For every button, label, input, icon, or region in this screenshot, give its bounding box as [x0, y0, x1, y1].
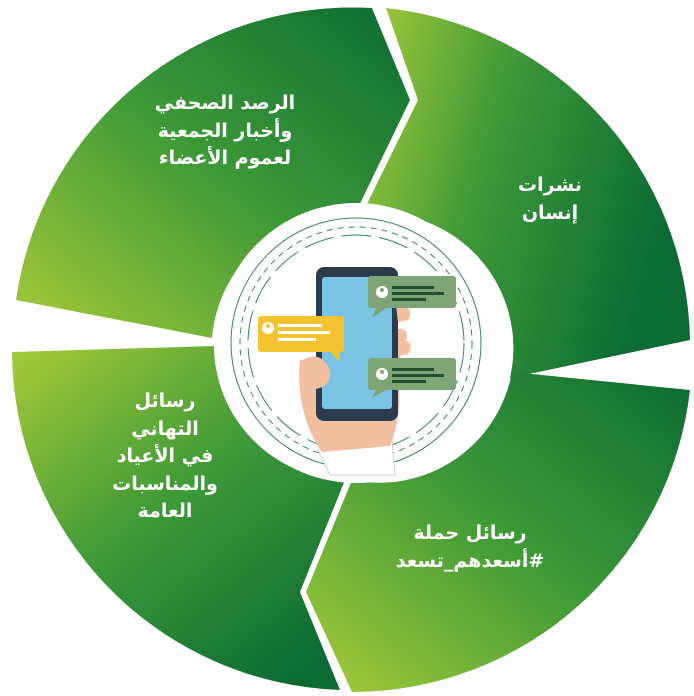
segment-label-line: رسائل حملة — [413, 522, 527, 544]
segment-label-line: إنسان — [521, 201, 579, 224]
segment-label-top-right: نشرات إنسان — [490, 172, 610, 227]
segment-label-line: #أسعدهم_تسعد — [395, 549, 545, 572]
segment-label-line: الرصد الصحفي — [154, 92, 296, 114]
segment-top-left — [16, 7, 410, 338]
chat-bubble-yellow — [258, 316, 344, 362]
segment-bottom-right — [306, 372, 690, 692]
thumb — [300, 356, 331, 390]
fingers — [396, 305, 411, 356]
segment-bottom-left — [12, 346, 345, 690]
segment-label-line: نشرات — [518, 174, 582, 196]
segment-top-right — [362, 8, 690, 378]
segment-label-bottom-left: رسائل التهاني في الأعياد والمناسبات العا… — [95, 388, 235, 526]
phone-messaging-icon — [258, 267, 456, 476]
segment-label-top-left: الرصد الصحفي وأخبار الجمعية لعموم الأعضا… — [125, 90, 325, 173]
center-ring-dashed — [239, 226, 473, 460]
segment-label-bottom-right: رسائل حملة #أسعدهم_تسعد — [365, 520, 575, 575]
segment-label-line: والمناسبات — [112, 472, 218, 495]
segment-label-line: وأخبار الجمعية — [157, 119, 293, 142]
segment-label-line: التهاني — [131, 417, 199, 440]
segment-label-line: لعموم الأعضاء — [158, 147, 292, 170]
segment-label-line: رسائل — [134, 390, 196, 412]
chat-bubble-green-top — [368, 276, 456, 318]
segment-label-line: في الأعياد — [116, 445, 214, 468]
segment-label-line: العامة — [137, 500, 193, 523]
chat-bubble-green-bottom — [368, 358, 456, 398]
